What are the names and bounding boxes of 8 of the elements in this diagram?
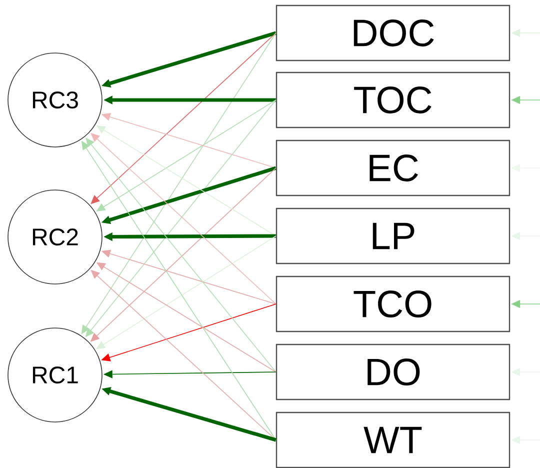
variable-box: WT — [276, 412, 510, 468]
variable-box: EC — [276, 140, 510, 196]
variable-box: DOC — [276, 4, 510, 62]
variable-box: DO — [276, 344, 510, 400]
variable-box: TCO — [276, 276, 510, 332]
variable-box: TOC — [276, 72, 510, 128]
variable-box: LP — [276, 208, 510, 264]
arrow — [86, 138, 276, 372]
